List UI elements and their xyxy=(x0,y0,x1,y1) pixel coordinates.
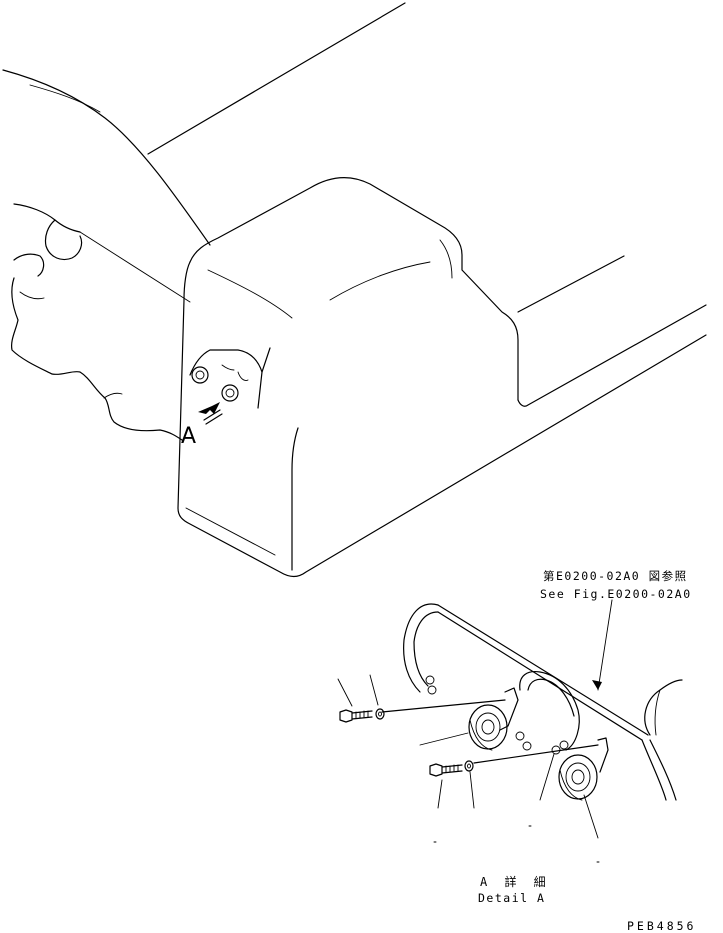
detail-title-jp: A 詳 細 xyxy=(480,875,551,889)
leader-lines xyxy=(337,599,613,863)
figure-reference-jp: 第E0200-02A0 図参照 xyxy=(543,569,688,583)
detail-a-horns xyxy=(381,687,609,801)
figure-reference-en: See Fig.E0200-02A0 xyxy=(540,587,692,601)
detail-a-harness xyxy=(403,603,683,801)
detail-a-fasteners xyxy=(339,708,474,777)
drawing-number: PEB4856 xyxy=(627,919,697,933)
engine-side-outline xyxy=(11,203,191,441)
detail-title-en: Detail A xyxy=(478,891,546,905)
view-marker-label: A xyxy=(181,424,197,449)
detail-a-arrow xyxy=(198,402,223,425)
machine-body-outline xyxy=(2,2,707,578)
horn-assembly-main xyxy=(189,347,271,409)
